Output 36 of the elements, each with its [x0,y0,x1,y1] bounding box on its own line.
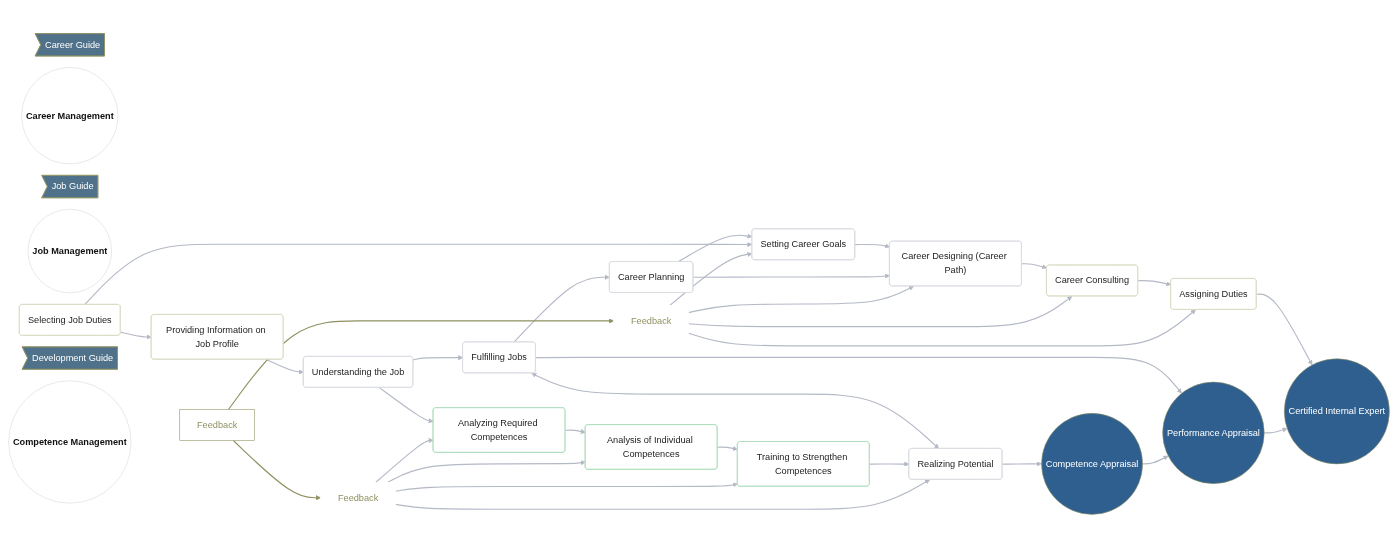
arrow [687,295,1073,327]
arrow [669,251,753,306]
arrow [1142,455,1169,464]
arrow [232,439,321,500]
arrow [394,478,930,510]
arrow [687,285,914,313]
arrow [1255,293,1313,365]
arrow [227,317,614,410]
arrow [535,356,1182,394]
arrow [692,273,890,279]
arrow [513,274,610,343]
arrow [84,241,753,305]
arrow [1137,279,1172,286]
arrow [412,354,464,360]
arrow [1263,427,1288,433]
arrow [1021,262,1047,269]
arrow [120,331,152,339]
arrow [687,309,1196,346]
node-circle: Certified Internal Expert [1284,358,1390,464]
arrow [375,437,434,483]
arrow [869,461,910,467]
node-circle: Competence Appraisal [1041,412,1143,515]
arrow [564,428,586,434]
node-circle: Job Management [27,208,112,293]
arrow [394,482,738,492]
node-circle: Performance Appraisal [1162,381,1265,484]
arrow [531,372,940,449]
arrow [1001,460,1042,466]
node-text: Feedback [630,315,672,326]
arrow [265,358,304,374]
arrow [716,445,738,451]
arrow [378,386,434,423]
node-box: Feedback [179,408,255,441]
node-text: Feedback [337,492,379,502]
arrow [677,233,753,262]
arrow [854,242,890,248]
